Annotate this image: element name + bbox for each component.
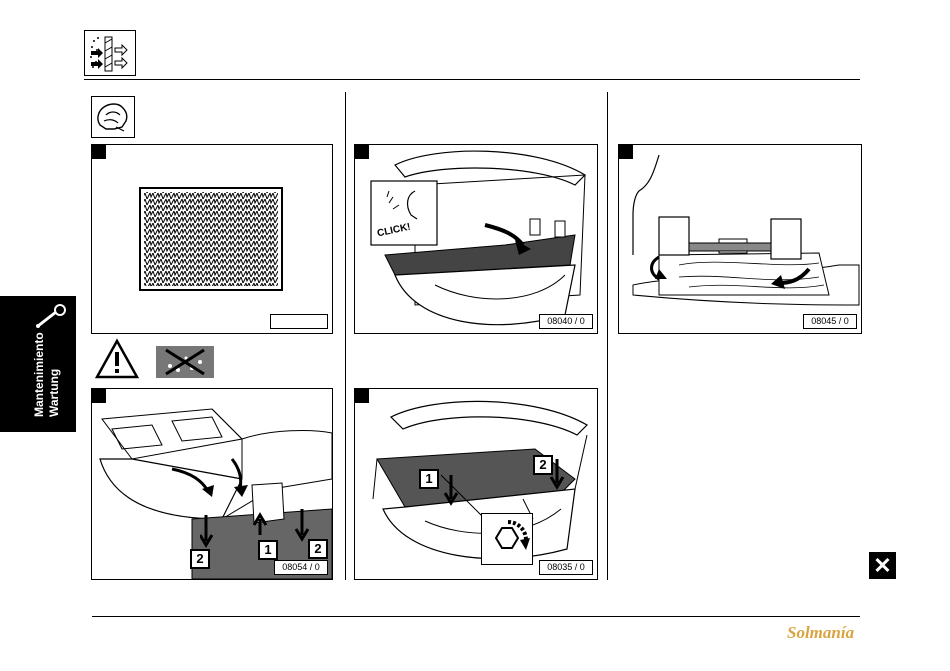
brand-logo: Solmanía bbox=[787, 623, 854, 643]
panel-filter-holders: 08045 / 0 bbox=[618, 144, 862, 334]
lock-knob-inset bbox=[481, 513, 533, 565]
warning-icon bbox=[94, 338, 140, 380]
close-icon[interactable]: ✕ bbox=[869, 552, 896, 579]
tab-label-es: Mantenimiento bbox=[32, 307, 47, 417]
figure-ref: 08045 / 0 bbox=[803, 314, 857, 329]
callout-1: 1 bbox=[419, 469, 439, 489]
section-tab-maintenance[interactable]: Mantenimiento Wartung bbox=[0, 296, 76, 432]
panel-insert-filter: 1 2 08035 / 0 bbox=[354, 388, 598, 580]
hand-cleaning-icon bbox=[91, 96, 135, 138]
bottom-rule bbox=[92, 616, 860, 617]
step-marker bbox=[91, 144, 106, 159]
figure-ref: 08040 / 0 bbox=[539, 314, 593, 329]
no-water-spray-icon bbox=[156, 346, 214, 378]
filter-exchange-icon bbox=[84, 30, 136, 76]
column-divider bbox=[607, 92, 608, 580]
panel-canopy-click: CLICK! 08040 / 0 bbox=[354, 144, 598, 334]
panel-remove-filter: 2 1 2 08054 / 0 bbox=[91, 388, 333, 580]
panel-filter-mat bbox=[91, 144, 333, 334]
top-rule bbox=[84, 79, 860, 80]
tab-label-de: Wartung bbox=[47, 307, 62, 417]
figure-ref: 08054 / 0 bbox=[274, 560, 328, 575]
figure-ref: 08035 / 0 bbox=[539, 560, 593, 575]
figure-ref bbox=[270, 314, 328, 329]
column-divider bbox=[345, 92, 346, 580]
